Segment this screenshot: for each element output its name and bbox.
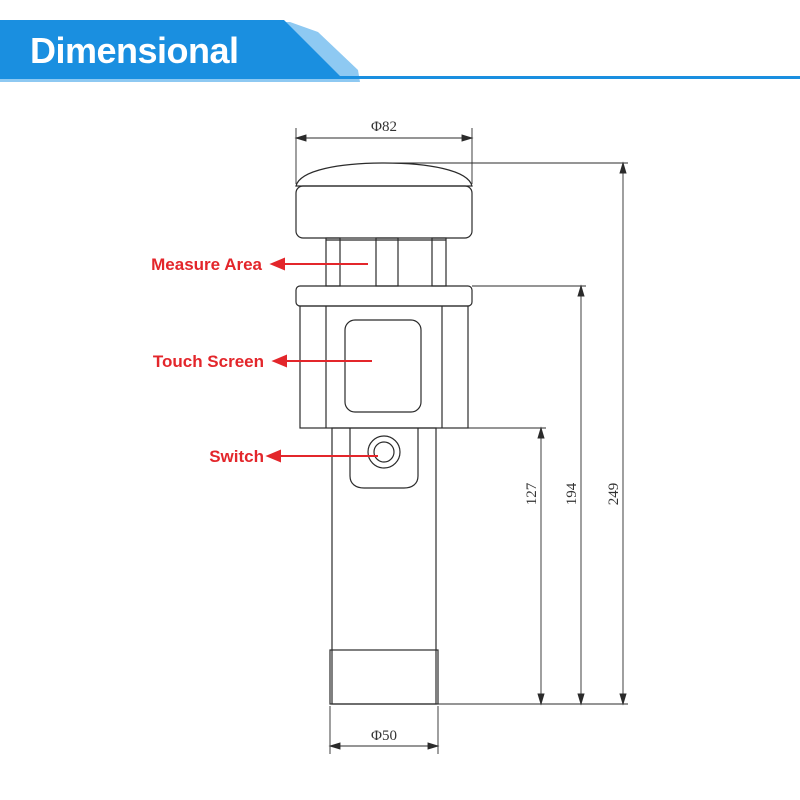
tube-base-band [329, 649, 439, 705]
collar [295, 285, 473, 307]
switch-housing [349, 428, 419, 489]
dome-cap [295, 162, 473, 187]
lower-tube [331, 427, 437, 705]
banner-graphic [0, 20, 800, 82]
touch-screen-label: Touch Screen [153, 352, 264, 371]
header-banner: Dimensional [0, 0, 800, 82]
switch-button [367, 435, 401, 469]
height-249-label: 249 [606, 483, 622, 506]
main-body [299, 305, 469, 429]
page-title: Dimensional [30, 30, 239, 71]
top-diameter-label: Φ82 [371, 119, 397, 135]
switch-label: Switch [209, 447, 264, 466]
height-127-label: 127 [524, 482, 540, 505]
bottom-diameter-label: Φ50 [371, 728, 397, 744]
measure-area-label: Measure Area [151, 255, 262, 274]
measure-area-post-center [375, 237, 399, 287]
cap-body [295, 185, 473, 239]
measure-area-post-right [431, 237, 447, 287]
touch-screen-window [344, 319, 422, 413]
measure-area-post-left [325, 237, 341, 287]
height-194-label: 194 [564, 482, 580, 505]
